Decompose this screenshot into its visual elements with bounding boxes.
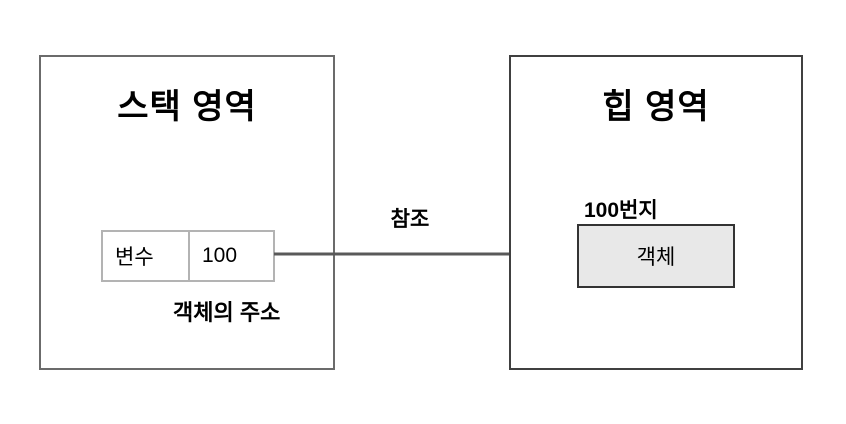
object-address-caption: 객체의 주소 (173, 300, 281, 325)
stack-region-title: 스택 영역 (117, 88, 257, 126)
heap-region-title: 힙 영역 (602, 88, 710, 126)
object-box: 객체 (577, 224, 735, 288)
variable-name-cell: 변수 (115, 246, 154, 269)
object-label: 객체 (636, 246, 676, 269)
heap-region-box: 힙 영역 (509, 55, 803, 370)
reference-arrow-label: 참조 (390, 208, 430, 231)
variable-box: 변수 100 (101, 230, 275, 282)
stack-region-box: 스택 영역 (39, 55, 335, 370)
variable-value-cell: 100 (188, 232, 273, 280)
heap-address-label: 100번지 (584, 199, 658, 222)
